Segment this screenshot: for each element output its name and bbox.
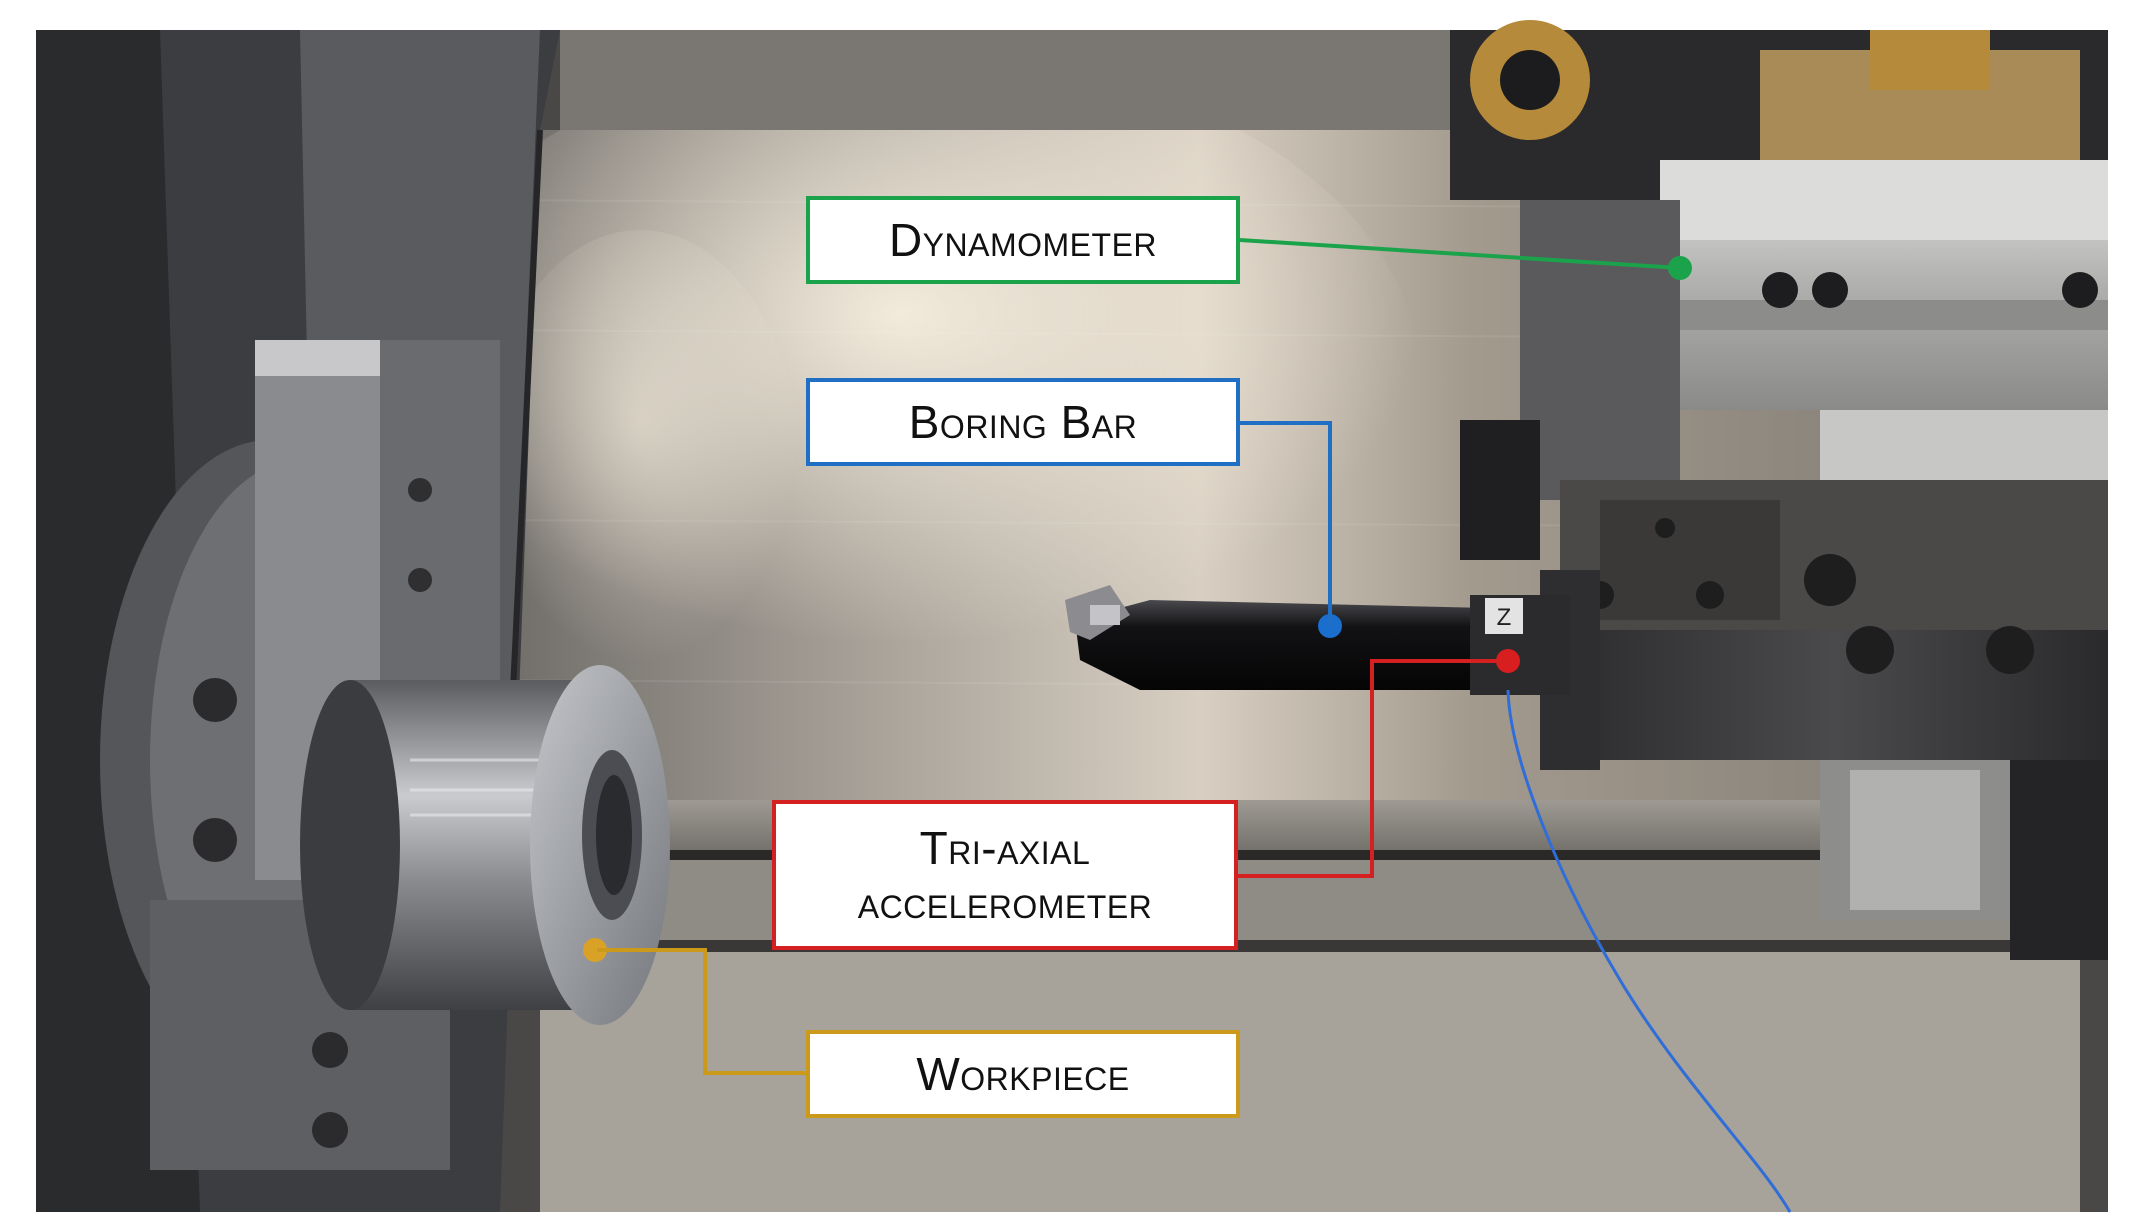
boring-bar: Z — [1065, 585, 1570, 695]
boring-bar-label: Boring Bar — [806, 378, 1240, 466]
accelerometer-label-line1: Tri-axial — [919, 821, 1091, 874]
dynamometer-leader — [1239, 238, 1681, 270]
svg-text:Z: Z — [1497, 604, 1512, 631]
accelerometer-label-line2: accelerometer — [857, 876, 1153, 928]
leader-lines — [597, 238, 1692, 1075]
sensor-cable — [1506, 689, 1792, 1213]
accelerometer-label: Tri-axial accelerometer — [772, 800, 1238, 950]
workpiece-label: Workpiece — [806, 1030, 1240, 1118]
dynamometer-label: Dynamometer — [806, 196, 1240, 284]
workpiece — [300, 665, 670, 1025]
accelerometer-sensor — [1485, 598, 1523, 634]
workpiece-leader — [597, 948, 806, 1075]
accelerometer-leader — [1238, 659, 1508, 878]
tool-turret — [1450, 20, 2108, 960]
boring-bar-leader — [1240, 421, 1332, 626]
